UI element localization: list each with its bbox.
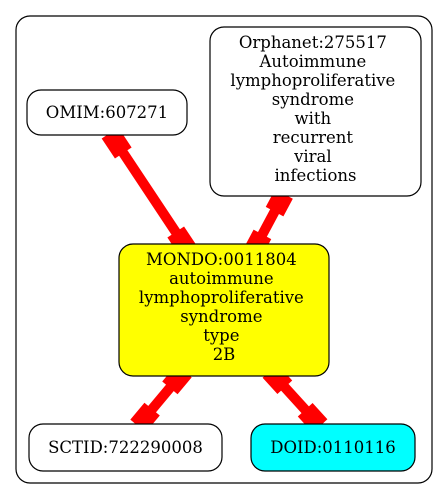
node-mondo-line: autoimmune: [169, 269, 274, 288]
node-orphanet[interactable]: Orphanet:275517 Autoimmune lymphoprolife…: [209, 26, 422, 197]
node-doid-box: [250, 423, 416, 472]
node-orphanet-line: lymphoproliferative: [230, 71, 395, 90]
node-doid[interactable]: DOID:0110116: [250, 423, 416, 472]
node-doid-line: DOID:0110116: [270, 438, 396, 457]
node-mondo[interactable]: MONDO:0011804 autoimmune lymphoprolifera…: [118, 243, 330, 377]
node-orphanet-box: [209, 26, 422, 197]
node-omim[interactable]: OMIM:607271: [26, 89, 188, 136]
node-orphanet-line: recurrent: [273, 128, 354, 147]
node-sctid-box: [28, 423, 223, 472]
node-orphanet-line: Autoimmune: [259, 52, 367, 71]
node-sctid-label: SCTID:722290008: [48, 438, 203, 457]
node-orphanet-line: with: [295, 109, 332, 128]
node-mondo-line: syndrome: [180, 307, 262, 326]
node-orphanet-label: Orphanet:275517 Autoimmune lymphoprolife…: [230, 33, 400, 185]
node-mondo-line: MONDO:0011804: [146, 250, 297, 269]
node-orphanet-line: infections: [275, 166, 357, 185]
node-mondo-line: lymphoproliferative: [139, 288, 304, 307]
node-mondo-line: type: [203, 326, 239, 345]
node-orphanet-line: Orphanet:275517: [239, 33, 387, 52]
node-doid-label: DOID:0110116: [270, 438, 396, 457]
node-sctid-line: SCTID:722290008: [48, 438, 203, 457]
node-orphanet-line: syndrome: [272, 90, 354, 109]
node-mondo-label: MONDO:0011804 autoimmune lymphoprolifera…: [139, 250, 309, 364]
node-orphanet-line: viral: [293, 147, 332, 166]
node-mondo-box: [118, 243, 330, 377]
node-omim-line: OMIM:607271: [46, 103, 168, 122]
node-mondo-line: 2B: [213, 345, 236, 364]
node-omim-label: OMIM:607271: [46, 103, 168, 122]
node-sctid[interactable]: SCTID:722290008: [28, 423, 223, 472]
node-omim-box: [26, 89, 188, 136]
